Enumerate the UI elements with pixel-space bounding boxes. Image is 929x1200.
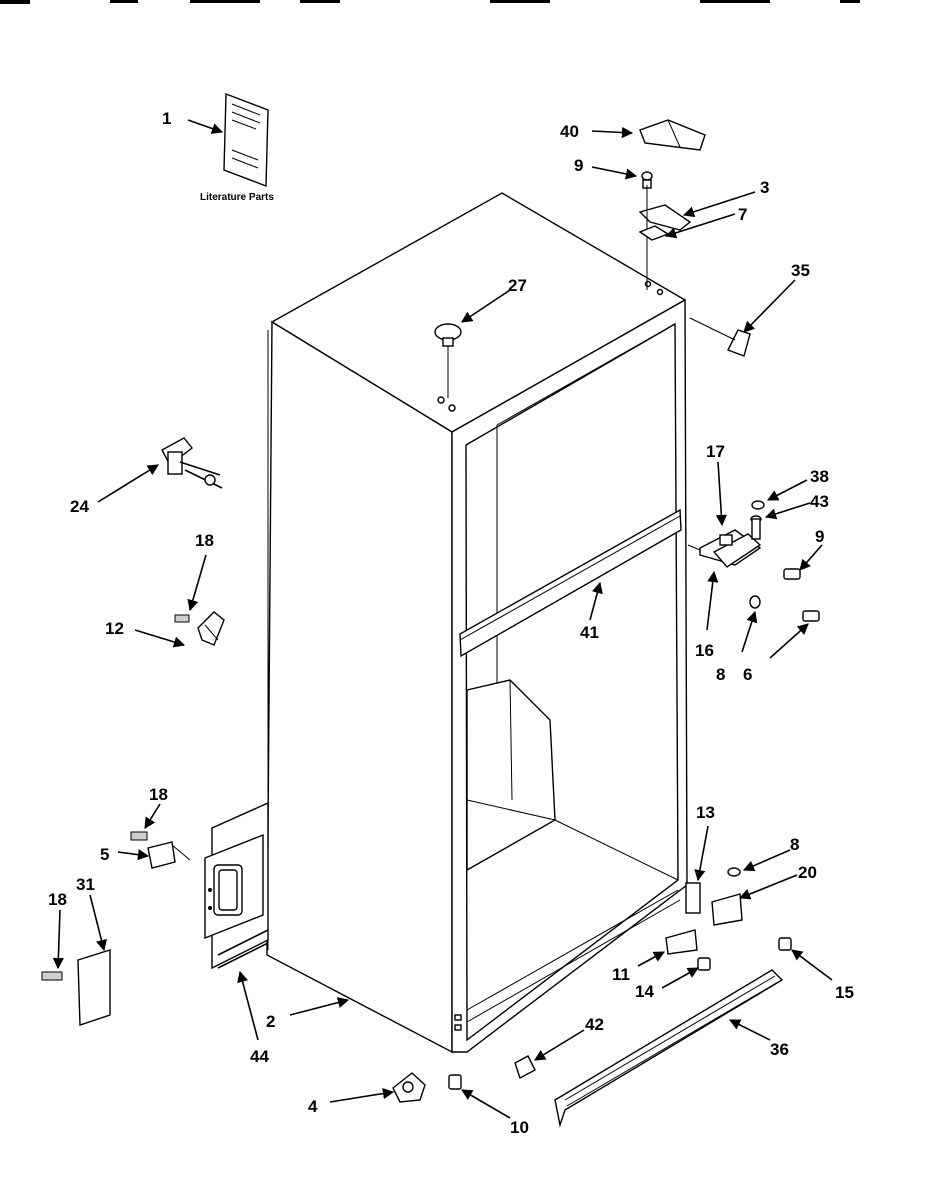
- part-16-17-center-hinge: [687, 529, 762, 568]
- callout-5: 5: [100, 845, 109, 864]
- part-18-screw-middle: [130, 831, 148, 841]
- part-41-divider-bar: [459, 508, 682, 658]
- part-38-washer: [751, 500, 765, 510]
- callout-14: 14: [635, 982, 654, 1001]
- part-9-screw-middle: [783, 568, 801, 580]
- callout-43: 43: [810, 492, 829, 511]
- callout-31: 31: [76, 875, 95, 894]
- callout-42: 42: [585, 1015, 604, 1034]
- part-35-plug: [689, 317, 751, 357]
- callout-9-top: 9: [574, 156, 583, 175]
- header-strip: [0, 0, 860, 4]
- part-8-spacer-lower: [727, 867, 741, 877]
- callout-16: 16: [695, 641, 714, 660]
- part-6-screw: [802, 610, 820, 622]
- part-12-clip: [197, 611, 225, 646]
- part-7-shim: [638, 225, 670, 241]
- part-18-screw-lower: [41, 971, 63, 981]
- part-18-screw-upper: [174, 614, 190, 623]
- part-31-cover: [77, 949, 111, 1026]
- callout-4: 4: [308, 1097, 318, 1116]
- callout-2: 2: [266, 1012, 275, 1031]
- refrigerator-cabinet: [266, 192, 688, 1054]
- callout-44: 44: [250, 1047, 269, 1066]
- part-15-screw: [778, 937, 792, 951]
- literature-booklet: [223, 92, 269, 188]
- callout-20: 20: [798, 863, 817, 882]
- part-8-spacer-middle: [749, 595, 761, 609]
- callout-38: 38: [810, 467, 829, 486]
- part-10-screw: [448, 1074, 462, 1090]
- part-43-pin: [750, 515, 762, 540]
- callout-18-middle: 18: [149, 785, 168, 804]
- callout-11: 11: [612, 965, 630, 984]
- part-14-screw: [697, 957, 711, 971]
- callout-18-upper: 18: [195, 531, 214, 550]
- callout-8-lower: 8: [790, 835, 799, 854]
- callout-10: 10: [510, 1118, 529, 1137]
- part-4-roller: [392, 1072, 426, 1103]
- callout-1: 1: [162, 109, 171, 128]
- callout-6: 6: [743, 665, 752, 684]
- part-11-plate: [665, 929, 698, 955]
- callout-40: 40: [560, 122, 579, 141]
- part-13-lower-hinge: [685, 882, 701, 914]
- part-5-bracket: [147, 841, 191, 869]
- callout-labels: 1 40 9 3 7 35 27 24 18 12 17 38 43 9 41 …: [48, 109, 854, 1137]
- callout-35: 35: [791, 261, 810, 280]
- callout-15: 15: [835, 983, 854, 1002]
- callout-12: 12: [105, 619, 124, 638]
- callout-27: 27: [508, 276, 527, 295]
- literature-parts-caption: Literature Parts: [200, 192, 274, 203]
- part-42-clip: [514, 1055, 536, 1080]
- part-20-bracket: [711, 893, 743, 926]
- callout-17: 17: [706, 442, 725, 461]
- leader-lines: [52, 119, 833, 1119]
- callout-7: 7: [738, 205, 747, 224]
- part-40-hinge-cover: [639, 119, 706, 151]
- callout-8-middle: 8: [716, 665, 725, 684]
- part-27-plug-button: [434, 323, 462, 398]
- part-44-side-bracket: [204, 801, 269, 970]
- callout-41: 41: [580, 623, 599, 642]
- part-36-grille: [554, 969, 784, 1128]
- callout-3: 3: [760, 178, 769, 197]
- callout-13: 13: [696, 803, 715, 822]
- callout-9-middle: 9: [815, 527, 824, 546]
- callout-24: 24: [70, 497, 89, 516]
- callout-36: 36: [770, 1040, 789, 1059]
- callout-18-lower: 18: [48, 890, 67, 909]
- part-24-latch: [161, 437, 223, 489]
